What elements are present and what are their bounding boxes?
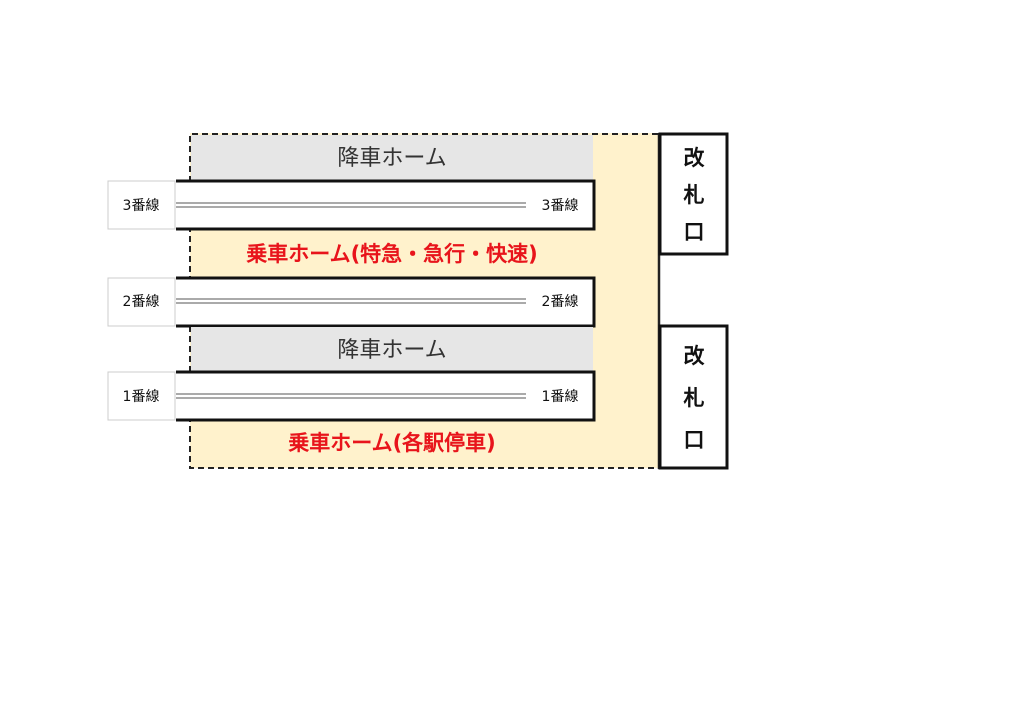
track-3-right-label: 3番線 xyxy=(542,198,579,214)
boarding-platform-express-label: 乗車ホーム(特急・急行・快速) xyxy=(246,242,538,266)
alighting-platform-top xyxy=(191,135,593,181)
track-1-bed[interactable] xyxy=(176,370,596,422)
track-1-right-label: 1番線 xyxy=(542,389,579,405)
track-3-left-label: 3番線 xyxy=(123,198,160,214)
ticket-gate-upper-char-3: 口 xyxy=(684,220,705,244)
track-1-left-label-box xyxy=(107,371,176,421)
boarding-platform-local-label: 乗車ホーム(各駅停車) xyxy=(288,431,496,455)
alighting-platform-middle-label: 降車ホーム xyxy=(337,338,446,363)
ticket-gate-lower-char-3: 口 xyxy=(684,428,705,452)
ticket-gate-lower-char-1: 改 xyxy=(684,344,706,368)
ticket-gate-upper-char-1: 改 xyxy=(684,146,706,170)
track-1-left-label: 1番線 xyxy=(123,389,160,405)
ticket-gate-lower-char-2: 札 xyxy=(683,386,705,410)
track-3-left-label-box xyxy=(107,180,176,230)
alighting-platform-middle xyxy=(191,327,593,372)
ticket-gate-upper-char-2: 札 xyxy=(683,183,705,207)
track-3-bed[interactable] xyxy=(176,179,596,231)
track-2-left-label-box xyxy=(107,277,176,327)
ticket-gate-lower[interactable] xyxy=(658,324,729,470)
track-2-right-label: 2番線 xyxy=(542,294,579,310)
track-2-bed[interactable] xyxy=(176,276,596,328)
alighting-platform-top-label: 降車ホーム xyxy=(337,146,446,171)
track-2-left-label: 2番線 xyxy=(123,294,160,310)
ticket-gate-upper[interactable] xyxy=(658,132,729,256)
